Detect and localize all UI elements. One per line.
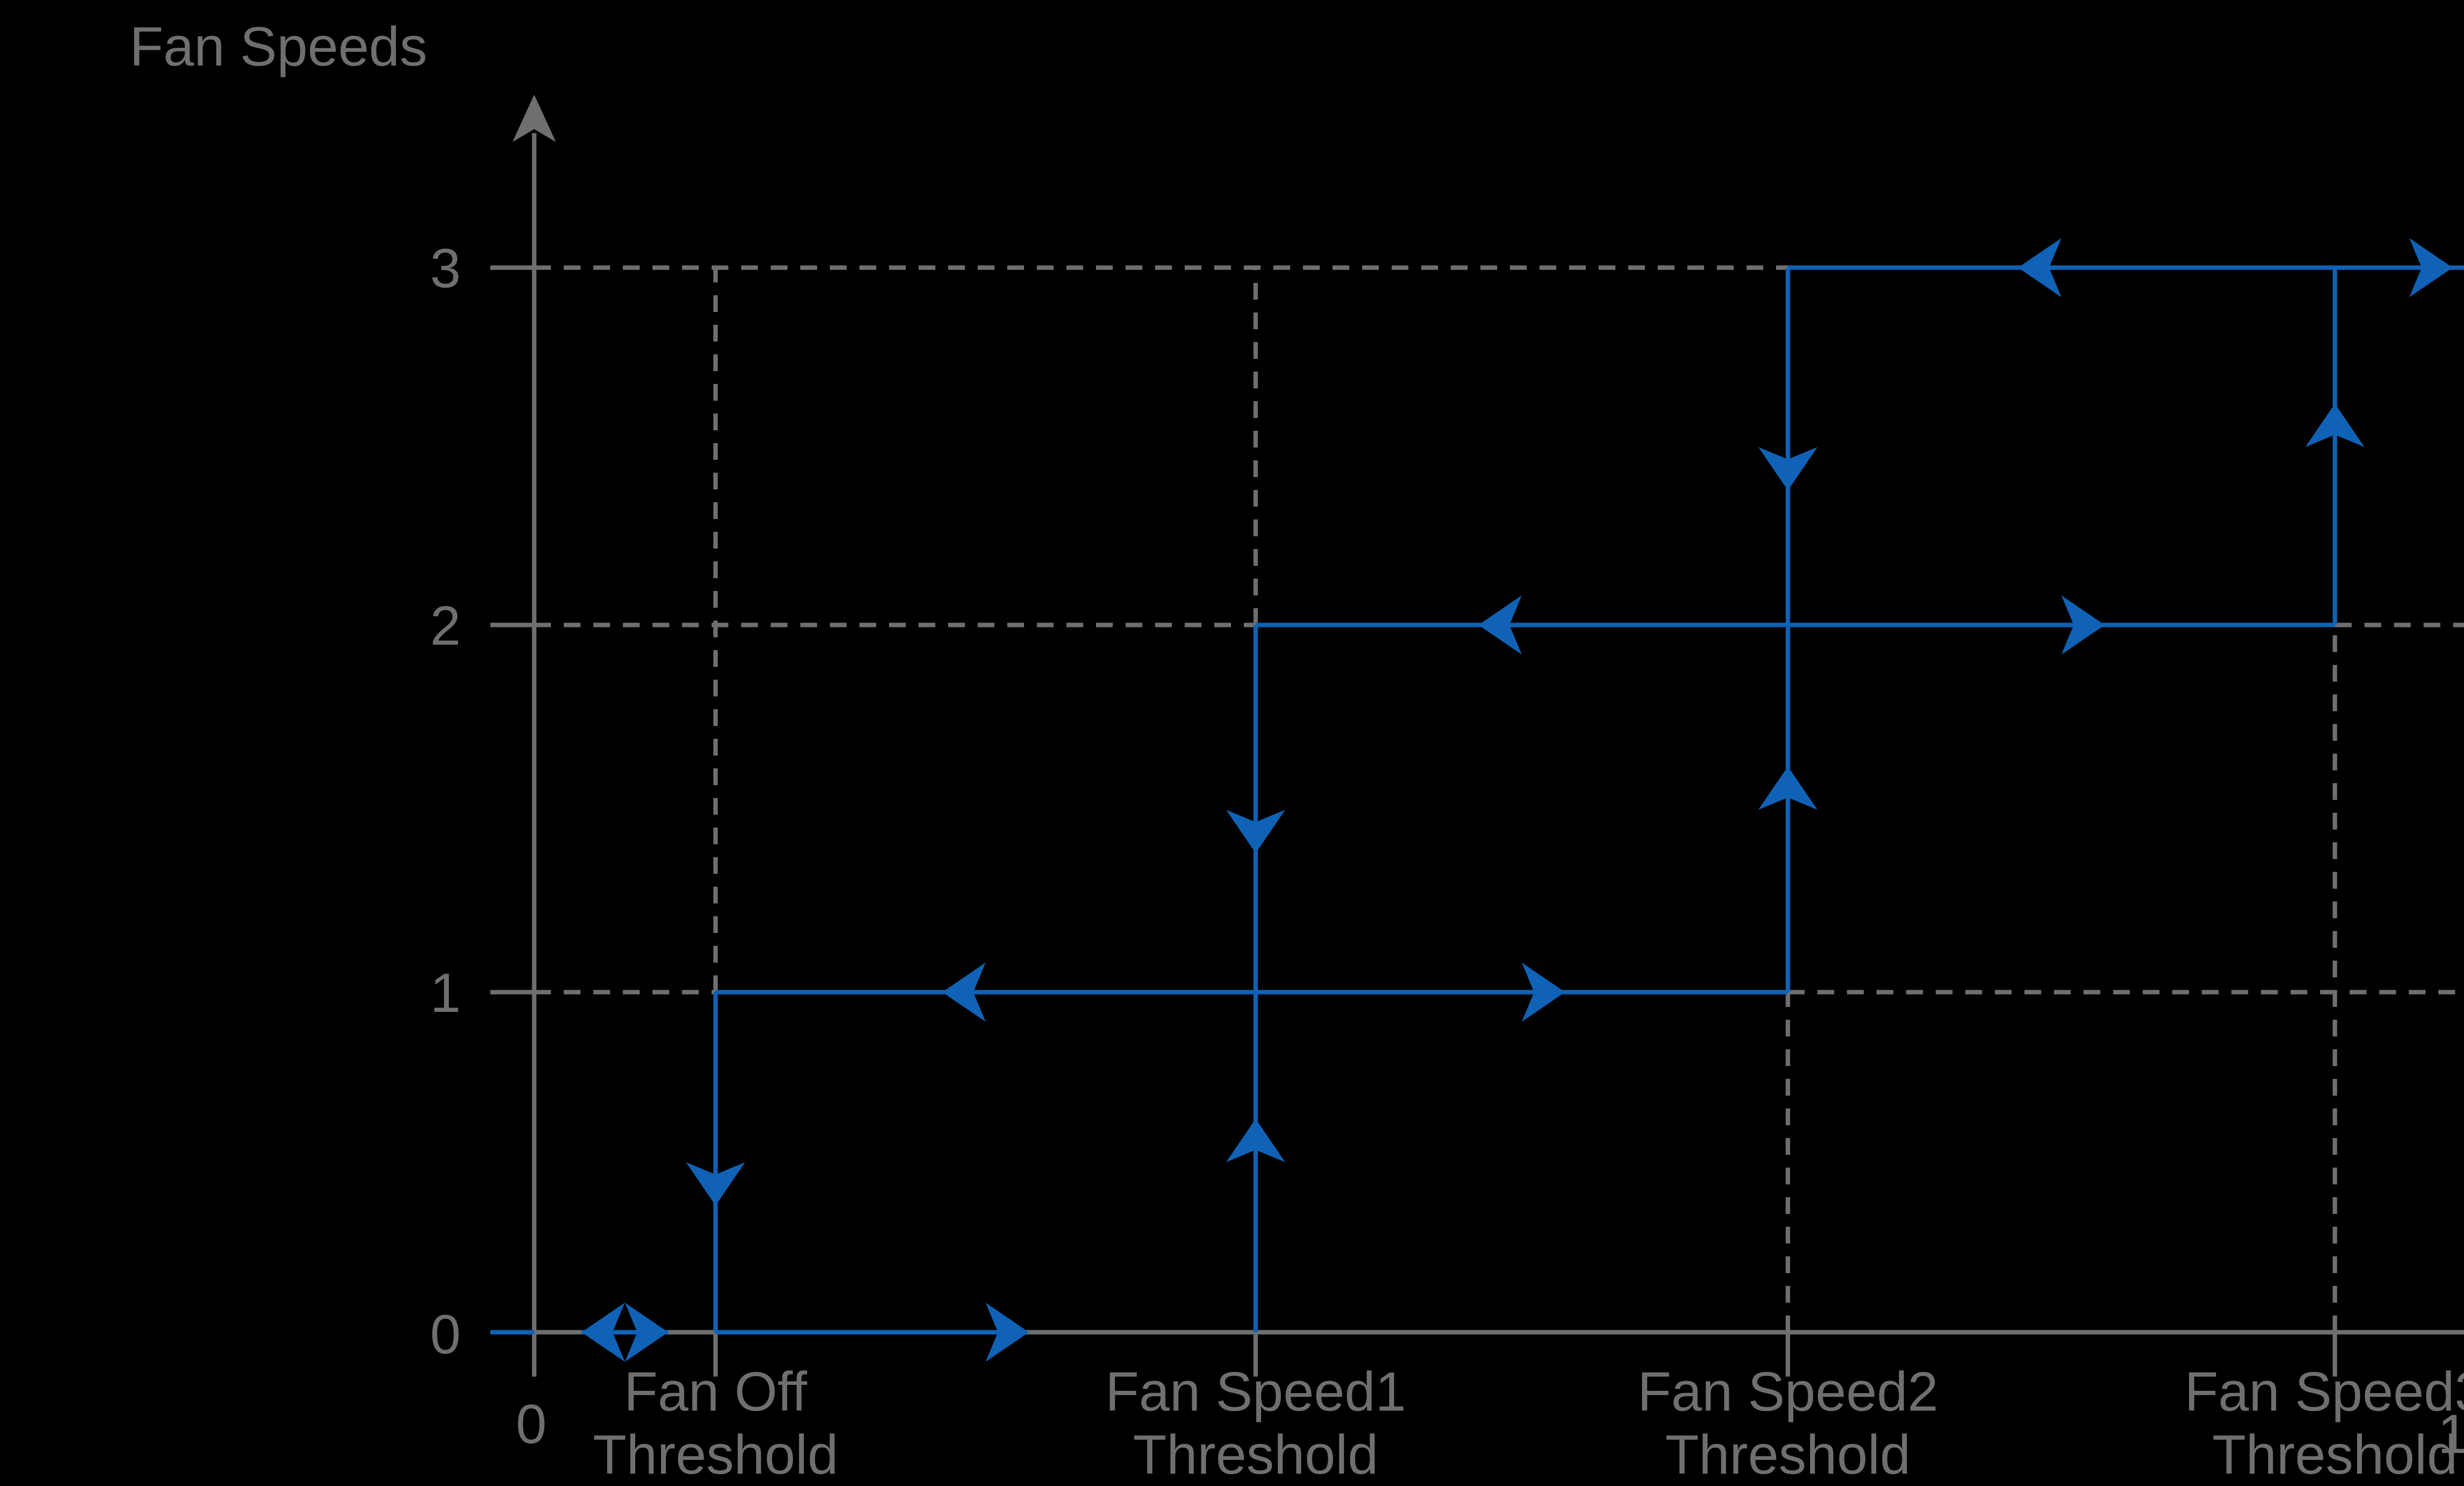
axes-layer — [490, 95, 2464, 1377]
direction-arrowhead-left — [942, 963, 986, 1022]
direction-arrowhead-down — [1758, 447, 1817, 490]
x-tick-label-speed2-line2: Threshold — [1665, 1424, 1911, 1486]
y-tick-label-3: 3 — [430, 238, 461, 299]
direction-arrowhead-left — [582, 1303, 625, 1362]
hysteresis-curve-layer — [490, 238, 2464, 1362]
x-tick-label-speed1-line1: Fan Speed1 — [1105, 1361, 1406, 1422]
x-tick-label-0: 0 — [516, 1393, 547, 1455]
x-tick-label-speed2-line1: Fan Speed2 — [1638, 1361, 1938, 1422]
direction-arrowhead-right — [986, 1303, 1029, 1362]
x-tick-label-speed3-line1: Fan Speed3 — [2185, 1361, 2464, 1422]
direction-arrowhead-left — [1478, 595, 1522, 655]
y-axis-arrowhead — [513, 95, 556, 142]
x-tick-label-fan-off-line1: Fan Off — [624, 1361, 807, 1422]
x-tick-label-speed3-line2: Threshold — [2212, 1424, 2458, 1486]
direction-arrowhead-right — [2409, 238, 2453, 297]
direction-arrowhead-up — [1226, 1119, 1285, 1162]
direction-arrowhead-up — [1758, 766, 1817, 810]
y-tick-label-1: 1 — [430, 962, 461, 1024]
direction-arrowhead-left — [2018, 238, 2061, 297]
grid-layer — [534, 265, 2464, 1332]
direction-arrowhead-right — [2061, 595, 2105, 655]
x-tick-label-fan-off-line2: Threshold — [593, 1424, 838, 1486]
y-tick-label-2: 2 — [430, 595, 461, 657]
chart-title: Fan Speeds — [130, 16, 427, 77]
x-tick-label-speed1-line2: Threshold — [1133, 1424, 1378, 1486]
direction-arrowhead-right — [625, 1303, 668, 1362]
direction-arrowhead-right — [1522, 963, 1565, 1022]
direction-arrowhead-down — [686, 1162, 745, 1206]
direction-arrowhead-down — [1226, 810, 1285, 853]
direction-arrowhead-up — [2305, 404, 2364, 447]
x-tick-label-100: 100 — [2438, 1403, 2464, 1465]
y-tick-label-0: 0 — [430, 1304, 461, 1365]
